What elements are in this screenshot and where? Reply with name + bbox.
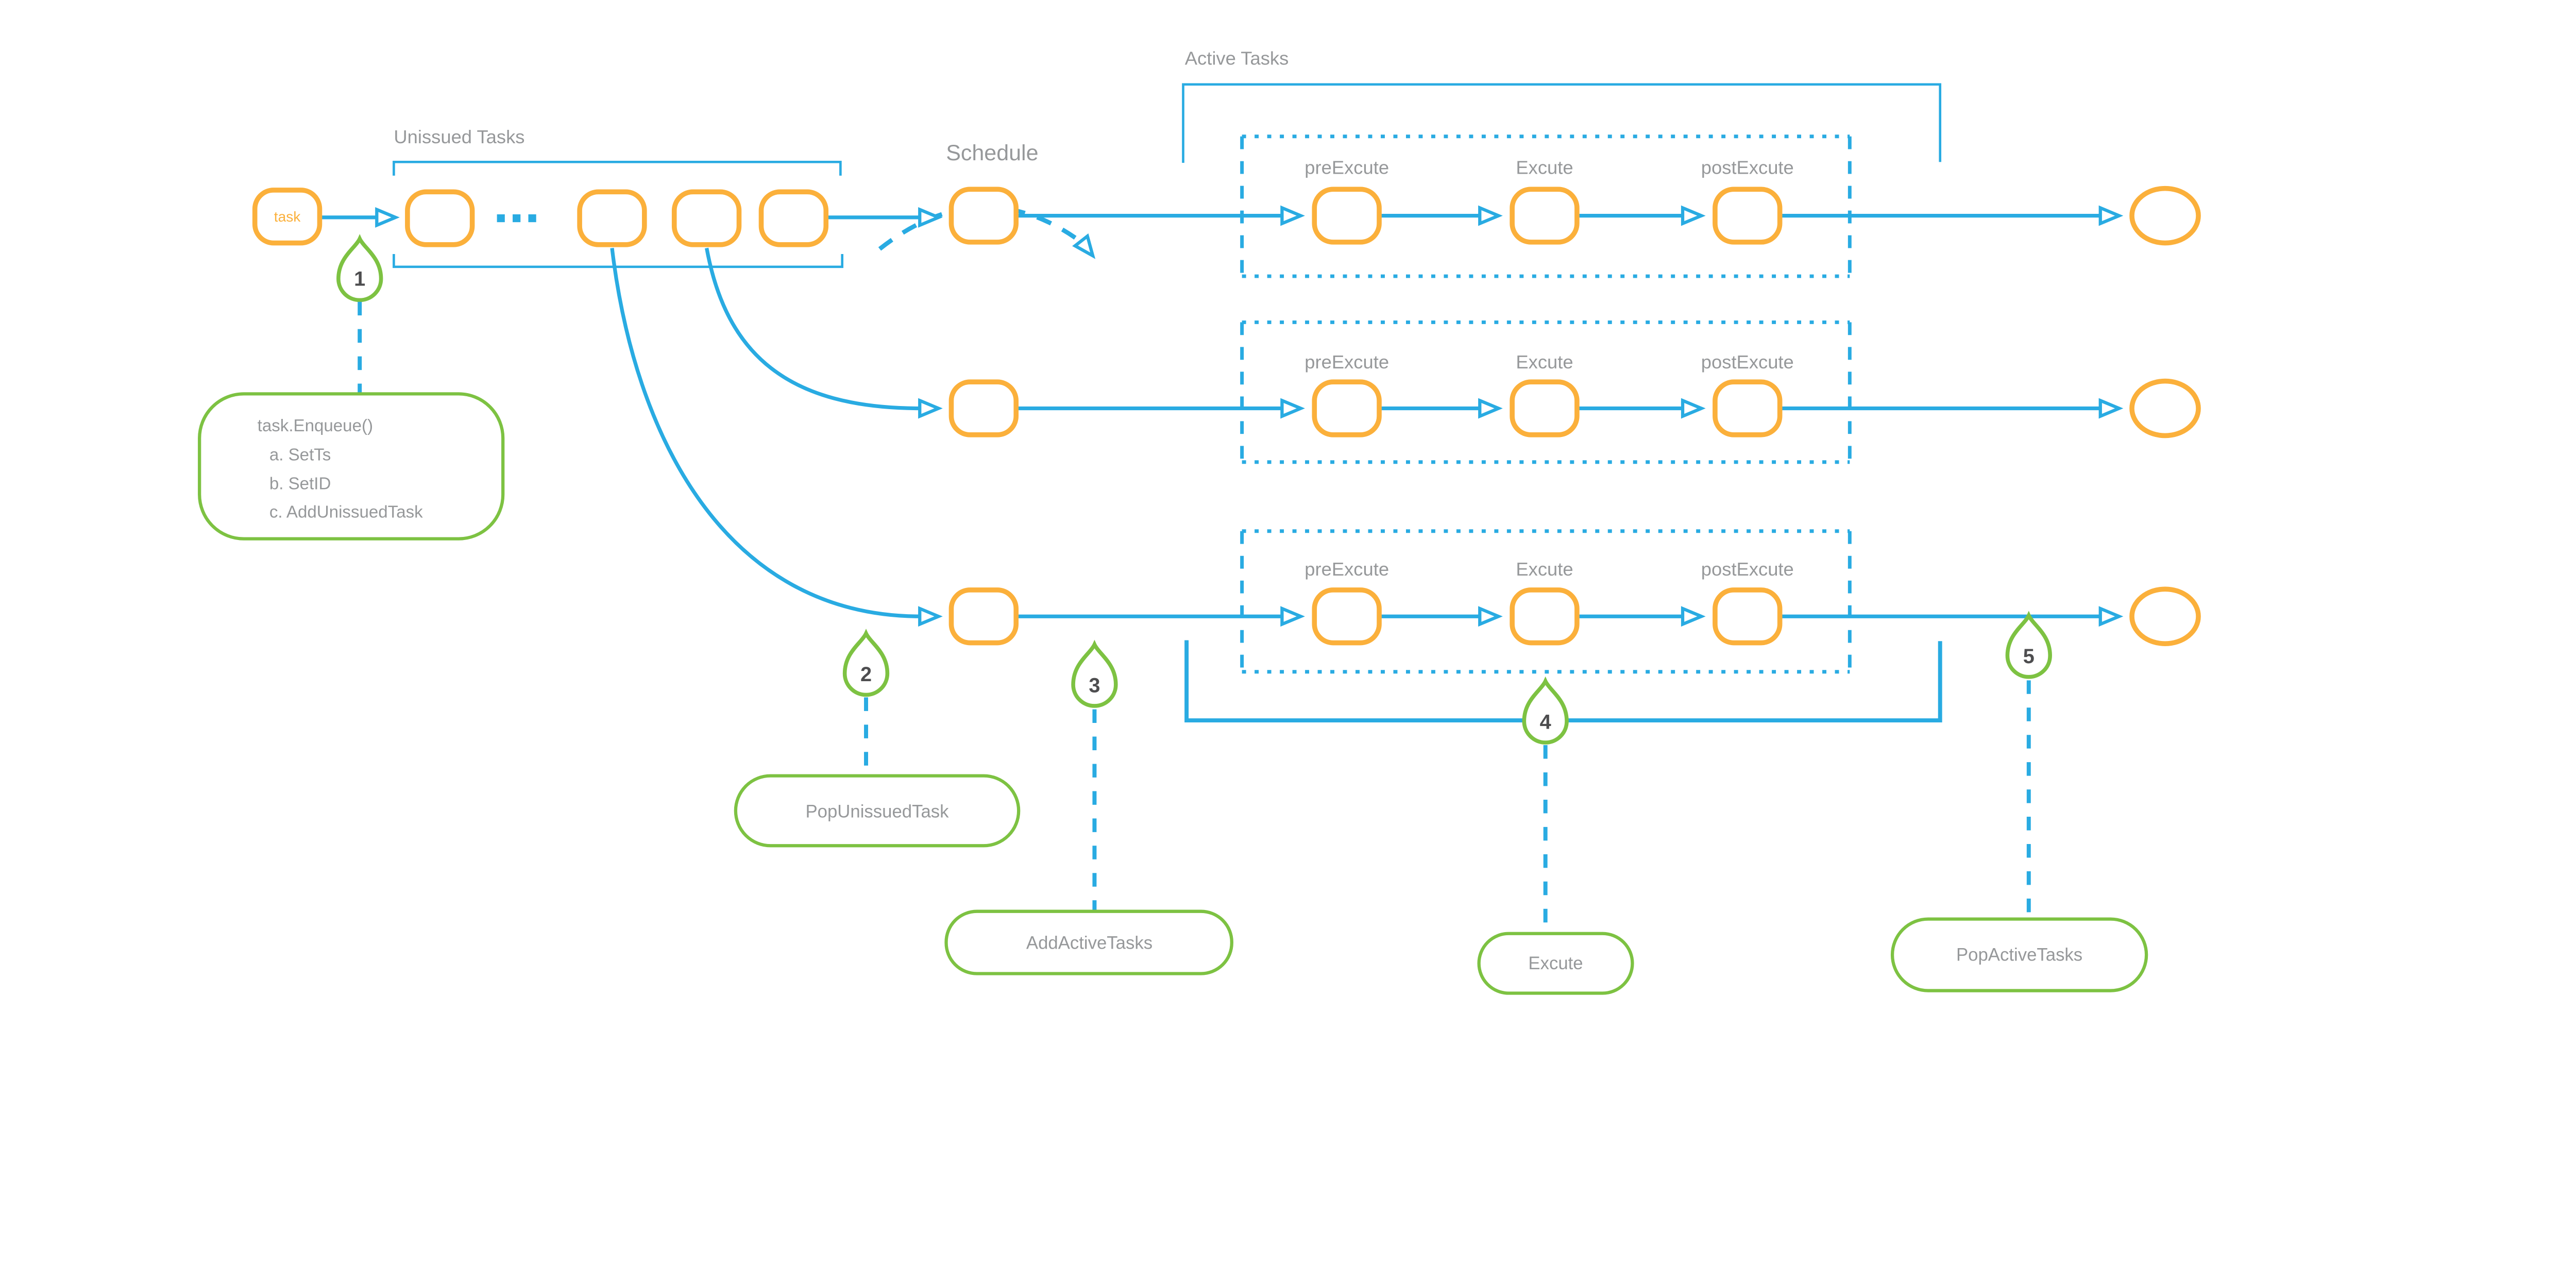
- marker-1-number: 1: [354, 267, 365, 290]
- texts: Unissued Tasks Schedule Active Tasks tas…: [258, 48, 2083, 973]
- step-markers: [336, 234, 2052, 933]
- row1-end-node: [2129, 185, 2201, 246]
- row2-excute-label: Excute: [1516, 351, 1573, 373]
- arrowhead: [2098, 398, 2124, 419]
- arrowhead: [918, 606, 943, 627]
- enqueue-note-line-4: c. AddUnissuedTask: [269, 502, 423, 521]
- popunissuedtask-box: [734, 774, 1021, 848]
- addactivetasks-box: [944, 909, 1233, 975]
- arrowhead: [375, 207, 400, 228]
- arrowhead: [2098, 606, 2124, 627]
- queue-node-3: [671, 189, 742, 247]
- row3-preexcute-node: [1312, 587, 1382, 646]
- dot: [513, 214, 521, 223]
- row2-postexcute-node: [1713, 379, 1783, 437]
- row3-schedule-node: [948, 587, 1019, 646]
- row1-excute-node: [1510, 187, 1580, 245]
- row1-preexcute-label: preExcute: [1304, 157, 1389, 178]
- active-tasks-label: Active Tasks: [1185, 48, 1289, 69]
- enqueue-note-line-2: a. SetTs: [269, 445, 331, 464]
- arrowhead: [1478, 205, 1503, 226]
- row1-postexcute-node: [1713, 187, 1783, 245]
- queue-node-2: [577, 189, 647, 247]
- arrowhead: [1478, 398, 1503, 419]
- row1-preexcute-node: [1312, 187, 1382, 245]
- row2-preexcute-node: [1312, 379, 1382, 437]
- curve-queue-to-row3: [610, 248, 921, 618]
- popactivetasks-label: PopActiveTasks: [1956, 946, 2082, 965]
- marker-4-teardrop-icon: [1522, 676, 1569, 745]
- active-row3-box: [1240, 529, 1852, 674]
- arrowhead: [1280, 205, 1305, 226]
- annotations: [198, 392, 2148, 995]
- dot: [497, 214, 505, 223]
- queue-node-1: [405, 189, 475, 247]
- addactivetasks-label: AddActiveTasks: [1026, 933, 1153, 953]
- excute-pill-label: Excute: [1528, 954, 1583, 973]
- task-node-label: task: [274, 209, 301, 225]
- arrowhead: [918, 398, 943, 419]
- row3-excute-node: [1510, 587, 1580, 646]
- arrowhead: [1478, 606, 1503, 627]
- schedule-label: Schedule: [946, 141, 1038, 165]
- arrowhead: [1681, 205, 1706, 226]
- row3-end-node: [2129, 586, 2201, 646]
- arrowhead: [2098, 205, 2124, 226]
- row3-postexcute-node: [1713, 587, 1783, 646]
- row2-postexcute-label: postExcute: [1701, 351, 1794, 373]
- arrowhead: [1280, 398, 1305, 419]
- row3-excute-label: Excute: [1516, 559, 1573, 580]
- arrowhead: [1280, 606, 1305, 627]
- marker-3-number: 3: [1089, 674, 1100, 697]
- queue-ellipsis-dots: [497, 214, 536, 223]
- marker-5-teardrop-icon: [2005, 611, 2052, 679]
- enqueue-note-line-3: b. SetID: [269, 475, 331, 494]
- marker-3-teardrop-icon: [1071, 639, 1118, 708]
- row1-postexcute-label: postExcute: [1701, 157, 1794, 178]
- arrowhead: [918, 207, 943, 228]
- marker-2-number: 2: [860, 663, 872, 686]
- dot: [528, 214, 536, 223]
- flow-lines: [319, 205, 2100, 618]
- unissued-tasks-bracket: [393, 161, 843, 268]
- enqueue-note-box: [198, 392, 505, 541]
- marker-4-number: 4: [1540, 711, 1551, 734]
- row2-preexcute-label: preExcute: [1304, 351, 1389, 373]
- arrowhead: [1681, 606, 1706, 627]
- enqueue-note-line-1: task.Enqueue(): [258, 416, 373, 435]
- active-row1-box: [1240, 134, 1852, 278]
- row3-postexcute-label: postExcute: [1701, 559, 1794, 580]
- row1-excute-label: Excute: [1516, 157, 1573, 178]
- excute-box: [1477, 932, 1634, 995]
- unissued-bracket-bottom: [393, 254, 843, 268]
- active-row2-box: [1240, 320, 1852, 464]
- unissued-tasks-label: Unissued Tasks: [394, 126, 524, 147]
- arrowheads: [375, 205, 2124, 627]
- schedule-arc-arrowhead: [1072, 233, 1096, 259]
- curve-queue-to-row2: [705, 247, 921, 411]
- marker-1-teardrop-icon: [336, 234, 383, 302]
- task-node: [252, 188, 323, 246]
- active-bracket-top: [1182, 83, 1942, 163]
- row3-preexcute-label: preExcute: [1304, 559, 1389, 580]
- task-scheduler-diagram: Unissued Tasks Schedule Active Tasks tas…: [198, 48, 2201, 995]
- marker-5-number: 5: [2023, 645, 2035, 668]
- marker-2-teardrop-icon: [842, 629, 890, 697]
- nodes: [252, 185, 2201, 646]
- arrowhead: [1681, 398, 1706, 419]
- row2-excute-node: [1510, 379, 1580, 437]
- queue-node-4: [758, 189, 829, 247]
- popactivetasks-box: [1890, 917, 2148, 992]
- popunissuedtask-label: PopUnissuedTask: [806, 802, 950, 822]
- row2-end-node: [2129, 378, 2201, 438]
- row2-schedule-node: [948, 379, 1019, 437]
- unissued-bracket-top: [393, 161, 842, 176]
- row1-schedule-node: [948, 187, 1019, 245]
